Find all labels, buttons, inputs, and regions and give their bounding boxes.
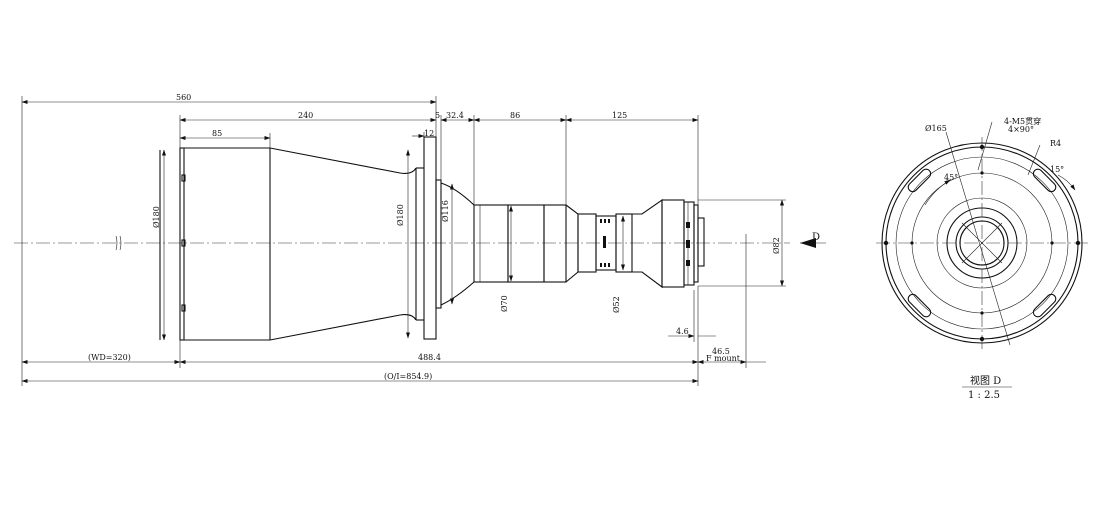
view-d-arrow [800,238,826,248]
dimension-lines-diameter [162,149,786,341]
view-d-scale: 1 : 2.5 [968,390,1000,401]
dim-125: 125 [612,111,627,120]
view-d-end-view [876,121,1088,349]
optical-axis [14,235,790,251]
dim-phi180-front: Ø180 [152,206,161,228]
dim-240: 240 [298,111,313,120]
dim-560: 560 [176,93,191,102]
dim-12: 12 [424,129,434,138]
dim-85: 85 [212,129,222,138]
view-d-arrow-label: D [812,232,820,243]
dimension-lines-top [21,96,699,243]
lens-side-view [159,136,705,341]
dim-phi52: Ø52 [612,296,621,313]
dim-phi180-flange: Ø180 [396,204,405,226]
dim-wd: (WD=320) [88,353,131,362]
f-mount-label: F mount [706,354,741,363]
view-d-r4: R4 [1050,139,1061,148]
dim-5: 5 [435,111,440,120]
dimension-lines-bottom [21,234,766,386]
view-d-texts: Ø165 4-M5贯穿 4×90° R4 15° 45° 视图 D 1 : 2.… [925,116,1064,401]
view-d-angle45: 45° [944,173,958,182]
dim-32-4: 32.4 [446,111,464,120]
dim-oi: (O/I=854.9) [384,372,432,381]
dim-4-6: 4.6 [676,327,689,336]
dim-phi70: Ø70 [500,295,509,312]
view-d-angle15: 15° [1050,165,1064,174]
view-d-holes: 4-M5贯穿 [1004,116,1041,126]
view-d-holes-angle: 4×90° [1008,125,1034,134]
view-d-phi165: Ø165 [925,124,947,133]
dim-phi116: Ø116 [441,200,450,222]
dim-488-4: 488.4 [418,353,441,362]
dim-86: 86 [510,111,520,120]
view-d-title: 视图 D [970,374,1001,387]
dim-phi82: Ø82 [772,237,781,254]
dimension-texts: 560 240 85 12 5 32.4 86 125 (WD=320) 488… [88,93,820,381]
dim-46-5: 46.5 [712,347,730,356]
